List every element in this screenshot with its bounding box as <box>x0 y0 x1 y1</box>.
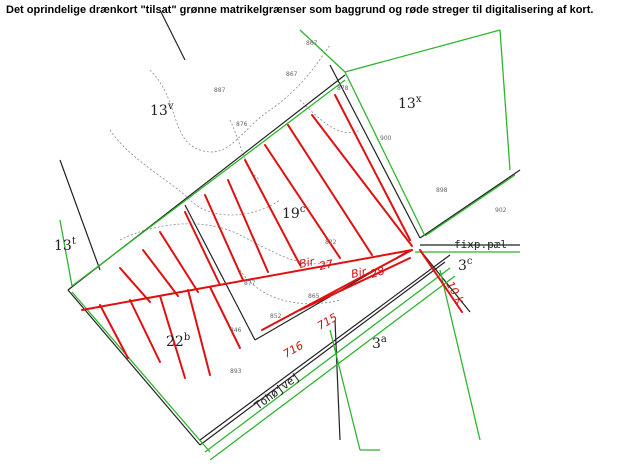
bir-label-2: Bir <box>350 265 369 281</box>
parcel-3c: 3 <box>458 258 467 274</box>
num-28-label: 28 <box>369 264 386 281</box>
svg-text:876: 876 <box>236 121 248 128</box>
num-10k-label: 10 k <box>443 279 467 307</box>
parcel-22b: 22 <box>166 334 184 350</box>
svg-text:867: 867 <box>286 71 298 78</box>
main-drain <box>81 249 413 311</box>
parcel-13v: 13 <box>150 103 168 119</box>
svg-text:846: 846 <box>230 327 242 334</box>
svg-text:898: 898 <box>436 187 448 194</box>
svg-text:22b: 22b <box>166 332 190 350</box>
svg-text:878: 878 <box>337 85 349 92</box>
map-caption: Det oprindelige drænkort "tilsat" grønne… <box>6 4 594 16</box>
svg-text:822: 822 <box>325 239 337 246</box>
parcel-13t: 13 <box>54 238 72 254</box>
drain-lines <box>81 94 463 379</box>
num-716-label: 716 <box>281 339 306 361</box>
svg-text:3a: 3a <box>372 334 387 352</box>
svg-text:887: 887 <box>214 87 226 94</box>
parcel-19c: 19 <box>282 206 300 222</box>
svg-text:3c: 3c <box>458 256 473 274</box>
bir-label-1: Bir <box>298 255 317 271</box>
background-codes: 887 876 867 867 878 900 898 902 822 865 … <box>214 40 507 375</box>
num-27-label: 27 <box>318 257 334 273</box>
parcel-3a: 3 <box>372 336 381 352</box>
svg-text:902: 902 <box>495 207 507 214</box>
svg-text:13x: 13x <box>398 94 422 112</box>
road-label: Tohøjvej <box>252 370 302 412</box>
svg-text:19c: 19c <box>282 204 306 222</box>
svg-text:893: 893 <box>230 368 242 375</box>
svg-text:13t: 13t <box>54 236 76 254</box>
svg-text:852: 852 <box>270 313 282 320</box>
base-lines <box>59 9 521 446</box>
svg-text:900: 900 <box>380 135 392 142</box>
svg-text:13v: 13v <box>150 101 174 119</box>
drain-collector-3 <box>299 257 411 311</box>
parcel-borders <box>59 29 520 461</box>
svg-text:867: 867 <box>306 40 318 47</box>
parcel-labels: 13v 13x 13t 19c 22b 3c 3a <box>54 94 473 352</box>
drain-collector-2 <box>261 249 413 331</box>
svg-text:877: 877 <box>244 280 256 287</box>
svg-text:865: 865 <box>308 293 320 300</box>
parcel-13x: 13 <box>398 96 416 112</box>
fixpoint-label: fixp.pæl <box>454 238 507 251</box>
